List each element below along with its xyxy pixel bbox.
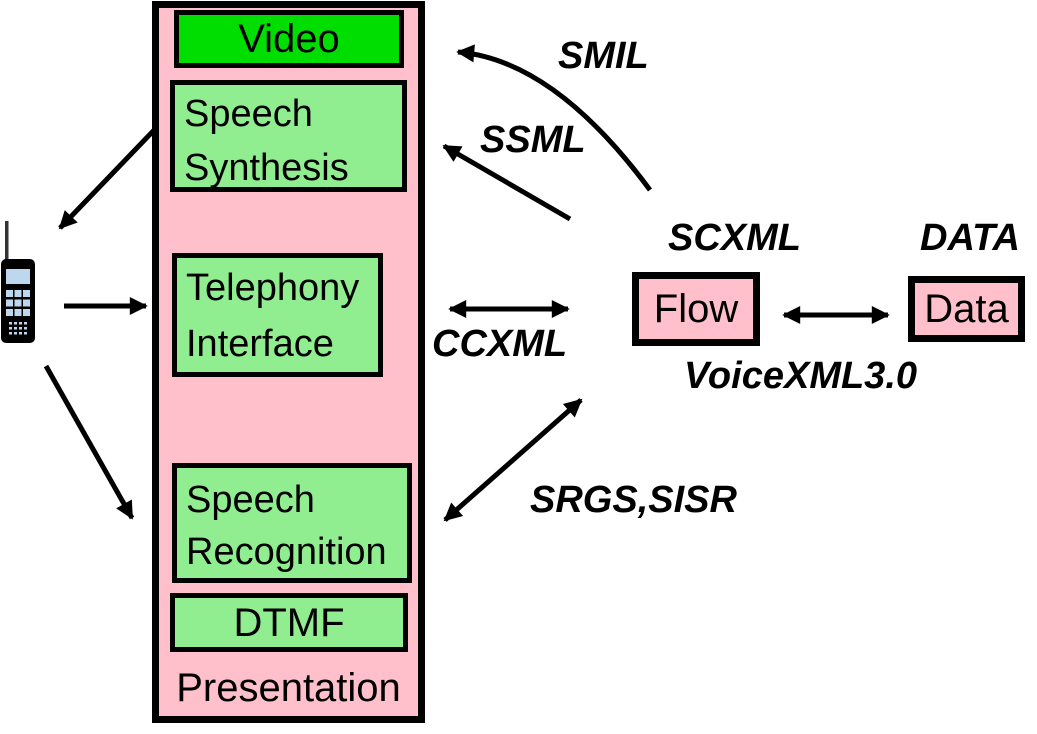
speech-recognition-box: Speech Recognition [172,463,412,583]
ccxml-caption: CCXML [432,323,568,365]
flow-label: Flow [653,286,739,331]
srgs-sisr-caption: SRGS,SISR [530,479,737,521]
data-label: Data [924,286,1009,331]
speech-synthesis-box: Speech Synthesis [170,80,407,192]
phone-antenna [5,221,9,263]
ssml-caption: SSML [480,119,586,161]
video-box: Video [174,10,404,68]
telephony-line1: Telephony [186,267,360,309]
arrow-synthesis-to-phone [58,124,160,230]
speech-synthesis-line1: Speech [184,93,313,135]
mobile-phone-icon [1,221,35,343]
data-caption: DATA [920,217,1020,259]
speech-recognition-line2: Recognition [186,531,387,573]
speech-synthesis-line2: Synthesis [184,147,349,189]
arrow-phone-to-recognition [43,364,135,520]
phone-screen [6,269,30,284]
phone-speaker-dots [9,322,27,335]
scxml-caption: SCXML [668,217,801,259]
presentation-label: Presentation [176,666,401,710]
speech-recognition-line1: Speech [186,479,315,521]
video-label: Video [238,17,340,61]
arrow-srgs-bidirectional [443,398,583,522]
telephony-line2: Interface [186,323,334,365]
phone-keypad [6,290,30,316]
smil-caption: SMIL [558,35,649,77]
voicexml-version-caption: VoiceXML3.0 [684,355,918,397]
dtmf-box: DTMF [170,593,408,652]
telephony-interface-box: Telephony Interface [172,253,383,377]
flow-box: Flow [632,272,760,346]
dtmf-label: DTMF [233,600,345,645]
arrow-smil-curve [456,44,653,192]
data-box: Data [908,276,1025,342]
arrow-ssml [442,143,572,222]
